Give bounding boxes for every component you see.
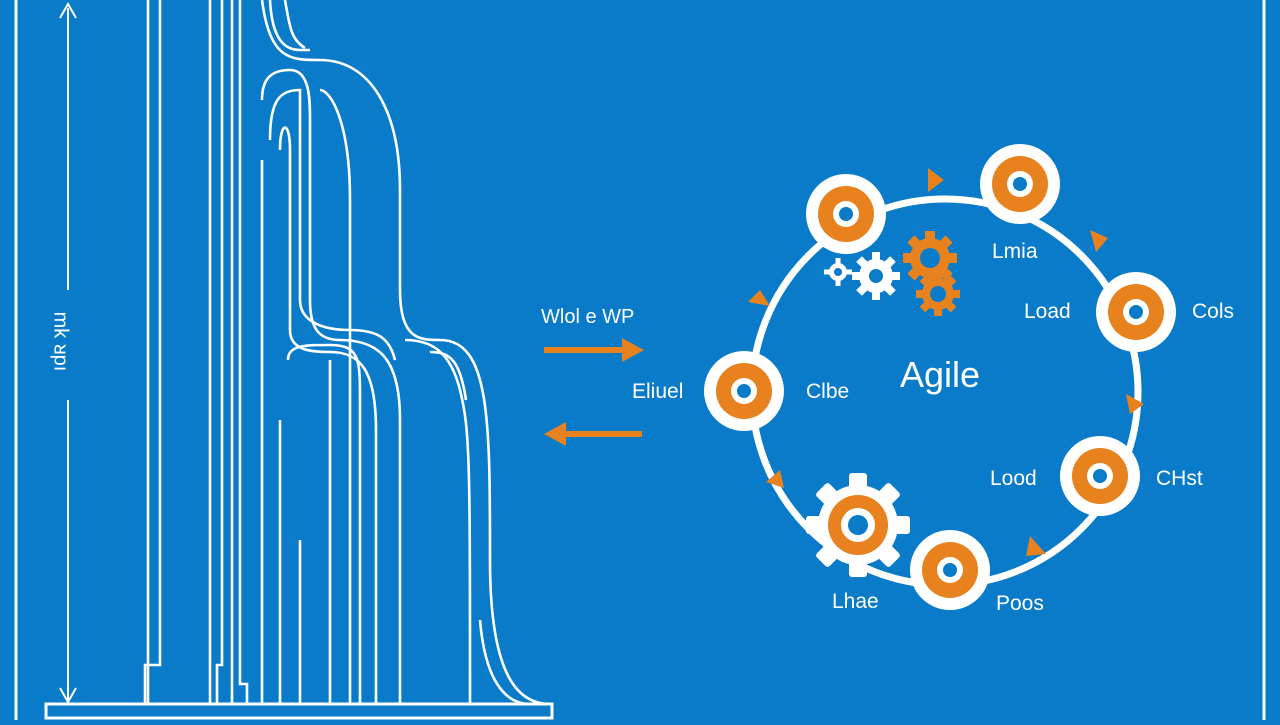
cycle-node-top-left	[806, 174, 886, 254]
flow-lines	[143, 0, 551, 706]
cycle-node-lower-right	[1060, 436, 1140, 516]
vertical-axis-label: ıdʀ ʞɯ	[48, 311, 71, 372]
exchange-arrows	[544, 338, 644, 446]
label-lower-right-inner: Lood	[990, 467, 1037, 490]
gear-icon	[806, 473, 910, 577]
base-platform	[44, 702, 554, 720]
cycle-node-bottom	[910, 530, 990, 610]
label-bottom-left: Lhae	[832, 590, 879, 613]
cycle-node-left	[704, 351, 784, 431]
label-lower-right-outer: CHst	[1156, 467, 1203, 490]
outer-frame	[14, 0, 1266, 725]
cycle-node-top	[980, 144, 1060, 224]
label-right-inner: Load	[1024, 300, 1071, 323]
vertical-dimension-arrow	[59, 1, 77, 705]
cycle-node-right	[1096, 272, 1176, 352]
label-top-right: Lmia	[992, 240, 1038, 263]
label-left-outer: Eliuel	[632, 380, 684, 403]
gear-cluster-icon	[824, 231, 960, 316]
cycle-arrowheads	[748, 168, 1144, 556]
label-left-inner: Clbe	[806, 380, 850, 403]
label-bottom-right: Poos	[996, 592, 1044, 615]
label-right-outer: Cols	[1192, 300, 1235, 323]
cycle-title: Agile	[900, 354, 981, 395]
exchange-label: Wlol e WP	[541, 306, 635, 328]
